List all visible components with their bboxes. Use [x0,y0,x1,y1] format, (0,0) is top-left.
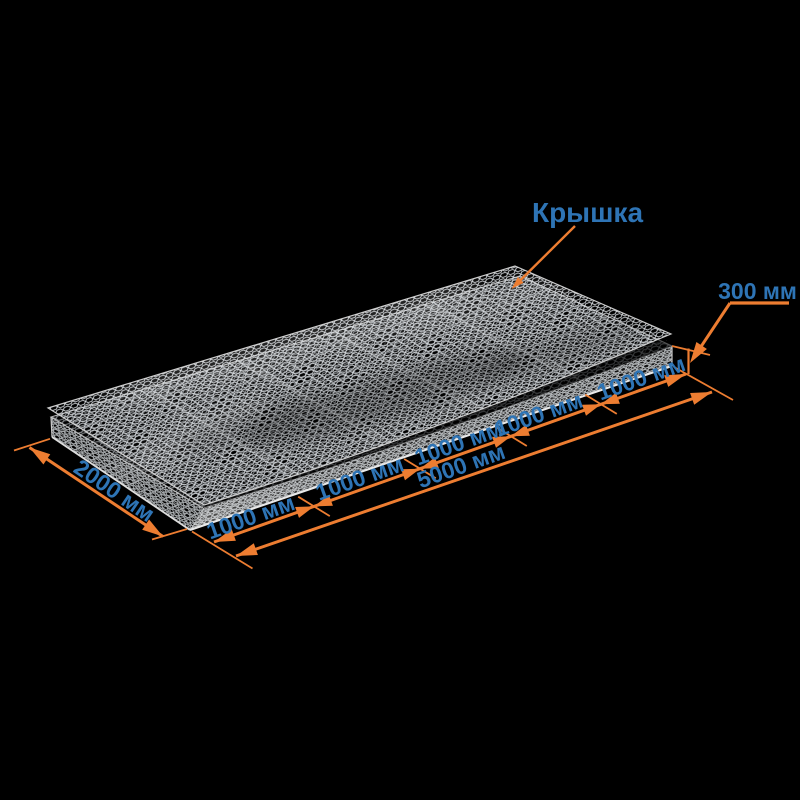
svg-text:Крышка: Крышка [532,197,643,228]
svg-text:300 мм: 300 мм [718,278,797,304]
